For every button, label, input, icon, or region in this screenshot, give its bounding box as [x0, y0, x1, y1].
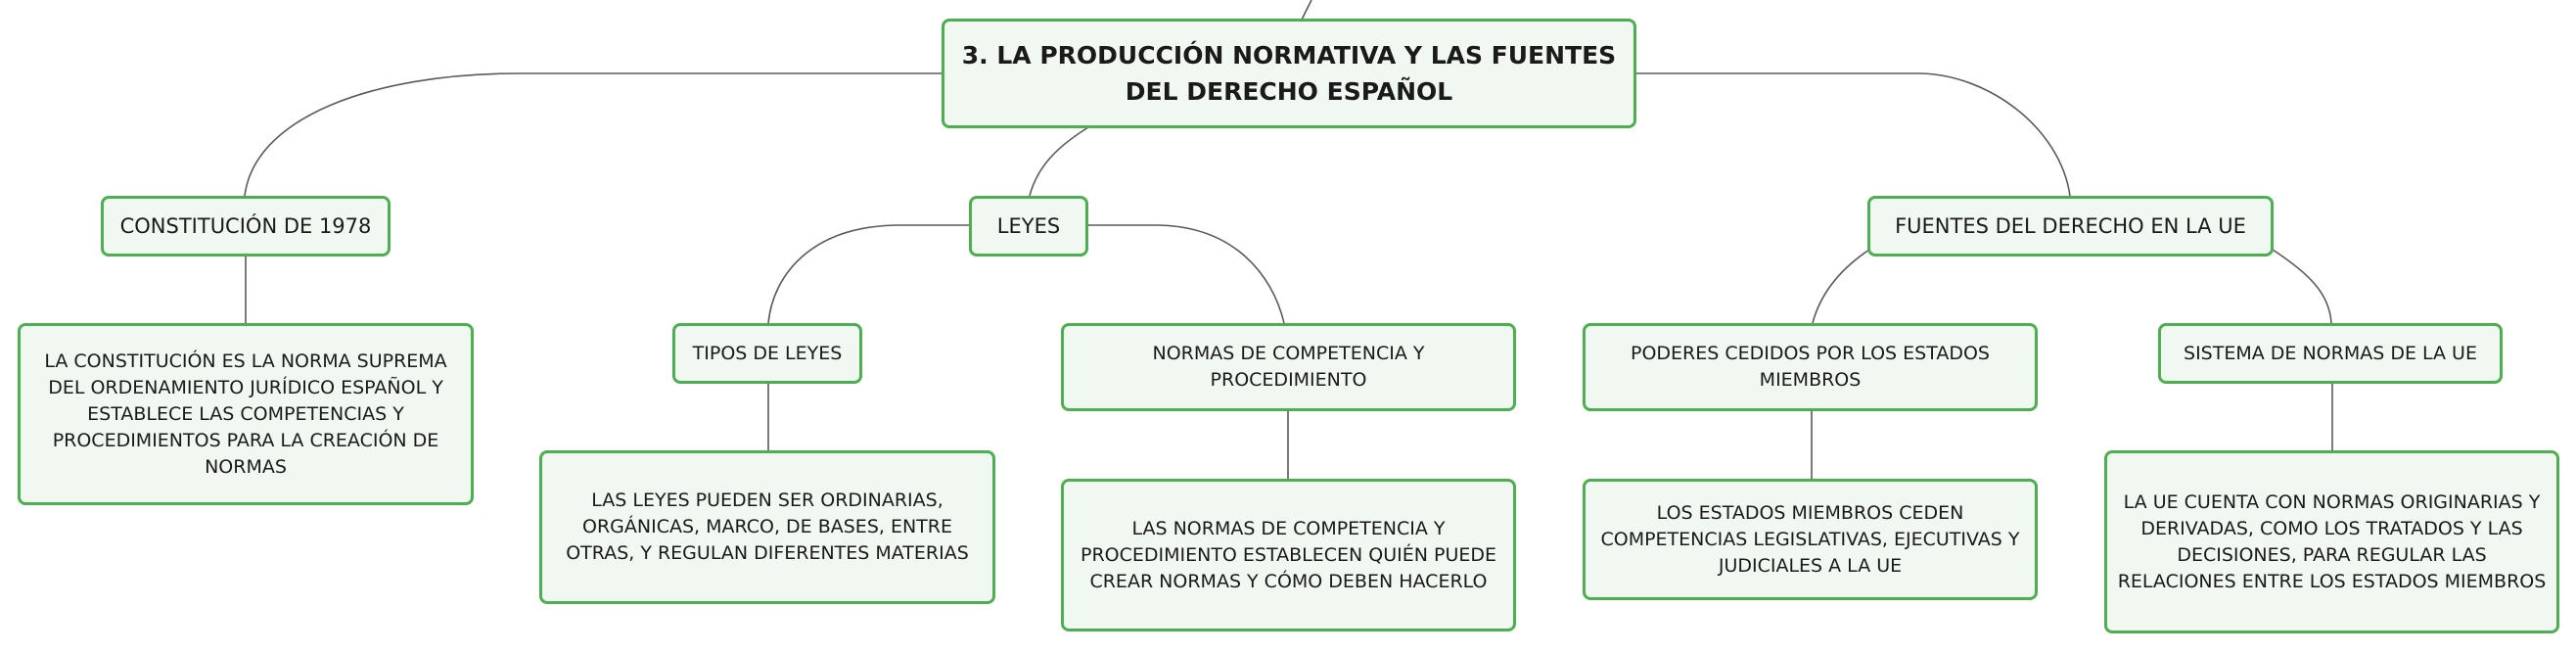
tipos-de-leyes-detail-text: LAS LEYES PUEDEN SER ORDINARIAS, ORGÁNIC… [566, 490, 969, 564]
connector-leyes-tipos [767, 224, 969, 324]
fuentes-ue-node[interactable]: FUENTES DEL DERECHO EN LA UE [1867, 196, 2274, 257]
normas-competencia-detail-node[interactable]: LAS NORMAS DE COMPETENCIA Y PROCEDIMIENT… [1061, 479, 1516, 631]
fuentes-ue-label: FUENTES DEL DERECHO EN LA UE [1895, 214, 2246, 238]
root-topic-label: 3. LA PRODUCCIÓN NORMATIVA Y LAS FUENTES… [961, 41, 1617, 106]
constitucion-detail-node[interactable]: LA CONSTITUCIÓN ES LA NORMA SUPREMA DEL … [18, 323, 474, 505]
root-topic-node[interactable]: 3. LA PRODUCCIÓN NORMATIVA Y LAS FUENTES… [942, 19, 1636, 128]
sistema-normas-ue-node[interactable]: SISTEMA DE NORMAS DE LA UE [2158, 323, 2503, 384]
connector-root-leyes [1029, 126, 1089, 197]
constitucion-node[interactable]: CONSTITUCIÓN DE 1978 [101, 196, 391, 257]
normas-competencia-label: NORMAS DE COMPETENCIA Y PROCEDIMIENTO [1152, 343, 1425, 391]
constitucion-detail-text: LA CONSTITUCIÓN ES LA NORMA SUPREMA DEL … [44, 350, 447, 478]
connector-root-constitucion [244, 72, 942, 197]
tipos-de-leyes-node[interactable]: TIPOS DE LEYES [672, 323, 862, 384]
connector-ue-sistema [2272, 249, 2332, 324]
leyes-label: LEYES [996, 214, 1061, 238]
sistema-normas-ue-detail-node[interactable]: LA UE CUENTA CON NORMAS ORIGINARIAS Y DE… [2104, 450, 2559, 633]
poderes-cedidos-detail-text: LOS ESTADOS MIEMBROS CEDEN COMPETENCIAS … [1600, 501, 2020, 577]
normas-competencia-node[interactable]: NORMAS DE COMPETENCIA Y PROCEDIMIENTO [1061, 323, 1516, 411]
leyes-node[interactable]: LEYES [969, 196, 1088, 257]
poderes-cedidos-label: PODERES CEDIDOS POR LOS ESTADOS MIEMBROS [1630, 343, 1990, 391]
connector-root-ue [1634, 72, 2071, 197]
poderes-cedidos-node[interactable]: PODERES CEDIDOS POR LOS ESTADOS MIEMBROS [1583, 323, 2038, 411]
connector-top-offscreen [1301, 0, 1312, 21]
normas-competencia-detail-text: LAS NORMAS DE COMPETENCIA Y PROCEDIMIENT… [1080, 517, 1496, 592]
sistema-normas-ue-detail-text: LA UE CUENTA CON NORMAS ORIGINARIAS Y DE… [2117, 490, 2547, 592]
tipos-de-leyes-detail-node[interactable]: LAS LEYES PUEDEN SER ORDINARIAS, ORGÁNIC… [539, 450, 995, 604]
connector-leyes-normas [1088, 224, 1285, 324]
connector-ue-poderes [1812, 249, 1870, 324]
sistema-normas-ue-label: SISTEMA DE NORMAS DE LA UE [2184, 342, 2477, 364]
tipos-de-leyes-label: TIPOS DE LEYES [692, 342, 843, 364]
constitucion-label: CONSTITUCIÓN DE 1978 [119, 214, 372, 238]
poderes-cedidos-detail-node[interactable]: LOS ESTADOS MIEMBROS CEDEN COMPETENCIAS … [1583, 479, 2038, 600]
